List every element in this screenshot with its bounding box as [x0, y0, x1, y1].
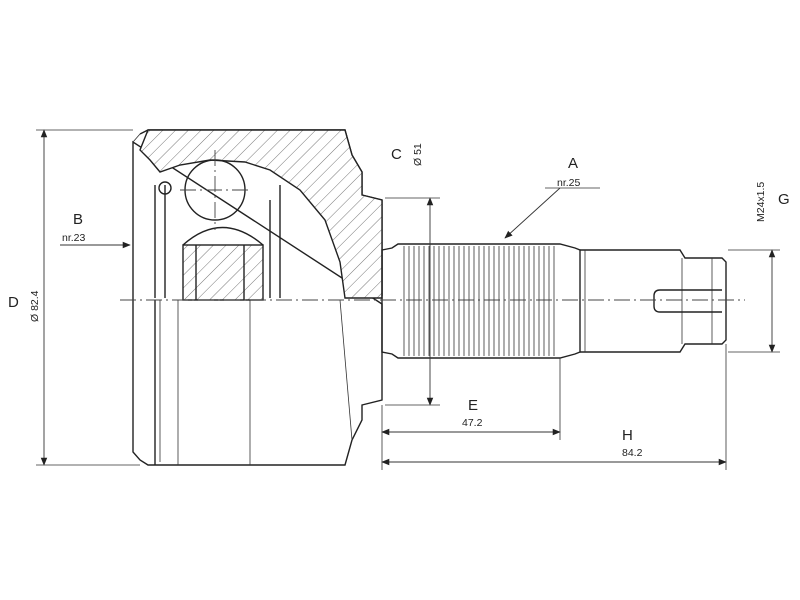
label-E: E [468, 397, 478, 414]
label-G-sub: M24x1.5 [755, 182, 767, 222]
label-C: C [391, 146, 402, 163]
label-C-sub: Ø 51 [412, 143, 424, 166]
dimension-C [385, 197, 440, 406]
dimension-G [728, 249, 780, 353]
dimension-D [36, 129, 140, 466]
spline-teeth [403, 246, 555, 356]
dimension-E [381, 358, 561, 440]
label-A-sub: nr.25 [557, 177, 581, 189]
label-G: G [778, 191, 790, 208]
label-B: B [73, 211, 83, 228]
label-H: H [622, 427, 633, 444]
label-D: D [8, 294, 19, 311]
inner-race [154, 185, 281, 301]
dimension-H [381, 344, 727, 470]
label-B-sub: nr.23 [62, 232, 86, 244]
label-D-sub: Ø 82.4 [29, 290, 41, 322]
stub-shaft [381, 243, 727, 359]
ball [180, 150, 250, 230]
label-E-sub: 47.2 [462, 417, 483, 429]
label-H-sub: 84.2 [622, 447, 643, 459]
leader-A [504, 187, 600, 239]
housing-section [139, 129, 383, 299]
cage-detail [158, 181, 172, 195]
label-A: A [568, 155, 578, 172]
